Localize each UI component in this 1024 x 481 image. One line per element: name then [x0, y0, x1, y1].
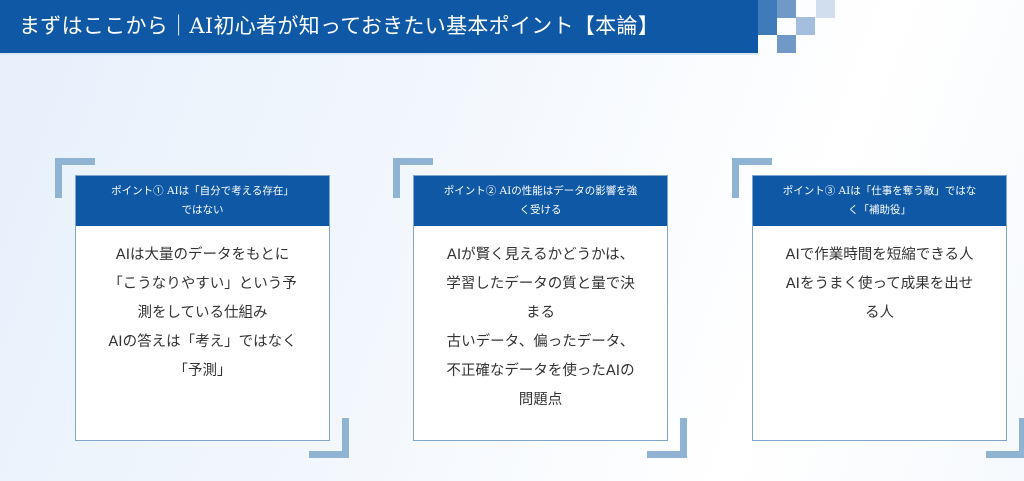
page-title: まずはここから｜AI初心者が知っておきたい基本ポイント【本論】 [19, 14, 660, 38]
card-body-line: 学習したデータの質と量で決 [446, 276, 635, 292]
card-body-line: 「予測」 [173, 363, 232, 379]
corner-bracket-top-left [393, 158, 433, 198]
card-body-line: AIは大量のデータをもとに [115, 247, 290, 263]
corner-bracket-bottom-right [309, 418, 349, 458]
card-body-line: AIが賢く見えるかどうかは、 [446, 247, 635, 263]
decor-square [777, 0, 796, 18]
card-title-line: ポイント② AIの性能はデータの影響を強 [443, 185, 638, 197]
title-underline [0, 53, 758, 55]
card-title-line: ポイント③ AIは「仕事を奪う敵」ではな [782, 185, 977, 197]
card-title: ポイント③ AIは「仕事を奪う敵」ではなく「補助役」 [753, 176, 1006, 226]
corner-bracket-top-left [55, 158, 95, 198]
card-body: AIで作業時間を短縮できる人 AIをうまく使って成果を出せる人 [753, 226, 1006, 328]
card-title-line: ではない [181, 204, 224, 216]
card-body-line: 測をしている仕組み [137, 305, 268, 321]
corner-bracket-bottom-right [986, 418, 1024, 458]
card-body-line: 「こうなりやすい」という予 [108, 276, 297, 292]
card-title-line: く「補助役」 [848, 204, 911, 216]
card-body-line: AIの答えは「考え」ではなく [108, 334, 297, 350]
card-body-line: 問題点 [518, 392, 563, 408]
card-body-line: る人 [865, 305, 894, 321]
card-title: ポイント② AIの性能はデータの影響を強く受ける [414, 176, 667, 226]
card-body-line: まる [526, 305, 555, 321]
card-body: AIは大量のデータをもとに「こうなりやすい」という予測をしている仕組み AIの答え… [76, 226, 329, 386]
card-body-line: AIで作業時間を短縮できる人 [785, 247, 974, 263]
card-body-line: 不正確なデータを使ったAIの [446, 363, 635, 379]
card-title-line: く受ける [519, 204, 562, 216]
decor-square [816, 0, 835, 18]
page-title-banner: まずはここから｜AI初心者が知っておきたい基本ポイント【本論】 [0, 0, 758, 53]
card-title: ポイント① AIは「自分で考える存在」ではない [76, 176, 329, 226]
card-body-line: 古いデータ、偏ったデータ、 [446, 334, 635, 350]
point-card: ポイント③ AIは「仕事を奪う敵」ではなく「補助役」AIで作業時間を短縮できる人… [752, 175, 1007, 441]
corner-bracket-top-left [732, 158, 772, 198]
decor-square [777, 35, 796, 53]
card-body-line: AIをうまく使って成果を出せ [785, 276, 974, 292]
decor-square [758, 0, 777, 35]
corner-bracket-bottom-right [647, 418, 687, 458]
card-title-line: ポイント① AIは「自分で考える存在」 [111, 185, 294, 197]
card-body: AIが賢く見えるかどうかは、学習したデータの質と量で決まる古いデータ、偏ったデー… [414, 226, 667, 415]
decor-square [796, 17, 815, 35]
